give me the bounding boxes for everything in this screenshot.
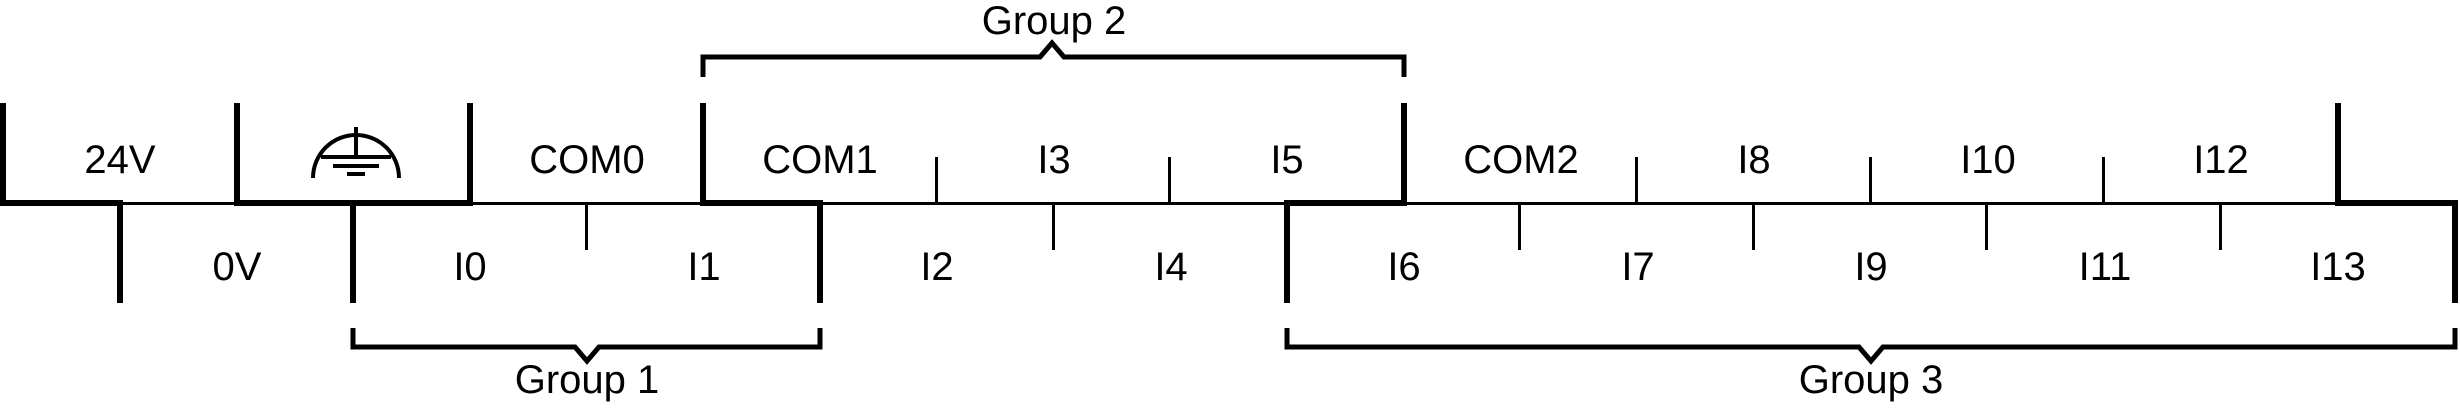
section-wall-lower [117, 200, 123, 303]
group-labels: Group 1 Group 2 Group 3 [515, 0, 1944, 402]
section-wall-lower [2452, 200, 2458, 303]
group-1-label: Group 1 [515, 358, 660, 402]
lower-section-walls [117, 200, 2458, 303]
terminal-divider-upper [2102, 157, 2105, 205]
terminal-label-i13: I13 [2310, 245, 2366, 289]
terminal-label-i11: I11 [2079, 245, 2132, 289]
section-wall-lower [1284, 200, 1290, 303]
terminal-divider-lower [1518, 202, 1521, 250]
terminal-label-24v: 24V [84, 138, 155, 182]
section-wall-upper [0, 103, 6, 206]
section-wall-lower [817, 200, 823, 303]
ground-stem [354, 127, 358, 159]
upper-terminal-dividers [935, 157, 2105, 205]
terminal-divider-lower [1052, 202, 1055, 250]
group-2-bracket [700, 39, 1407, 77]
terminal-divider-lower [2219, 202, 2222, 250]
upper-terminal-labels: 24V COM0 COM1 I3 I5 COM2 I8 I10 I12 [84, 138, 2248, 182]
baseline-thick-segment [1284, 200, 1407, 206]
terminal-label-i9: I9 [1854, 245, 1887, 289]
baseline-segment [123, 202, 234, 205]
terminal-label-i6: I6 [1387, 245, 1420, 289]
terminal-label-i2: I2 [920, 245, 953, 289]
terminal-label-i10: I10 [1960, 138, 2016, 182]
baseline-thick-segment [0, 200, 123, 206]
section-wall-upper [467, 103, 473, 206]
group-3-bracket [1284, 328, 2458, 365]
terminal-label-i0: I0 [453, 245, 486, 289]
section-wall-upper [1401, 103, 1407, 206]
upper-section-walls [0, 103, 2341, 206]
ground-bar-short [347, 172, 365, 176]
section-wall-upper [700, 103, 706, 206]
lower-terminal-dividers [585, 202, 2222, 250]
baseline-thick-segment [700, 200, 823, 206]
terminal-label-com0: COM0 [529, 138, 645, 182]
terminal-label-com2: COM2 [1463, 138, 1579, 182]
ground-bar-medium [333, 164, 379, 168]
terminal-label-com1: COM1 [762, 138, 878, 182]
terminal-divider-lower [585, 202, 588, 250]
baseline-thick-segment [2335, 200, 2458, 206]
group-1-bracket [350, 328, 823, 365]
section-wall-upper [2335, 103, 2341, 206]
terminal-divider-upper [935, 157, 938, 205]
ground-dome-arc [311, 133, 401, 179]
lower-terminal-labels: 0V I0 I1 I2 I4 I6 I7 I9 I11 I13 [213, 245, 2366, 289]
group-brackets [350, 39, 2458, 365]
terminal-label-i7: I7 [1621, 245, 1654, 289]
terminal-label-i1: I1 [687, 245, 720, 289]
terminal-divider-lower [1985, 202, 1988, 250]
terminal-divider-lower [1752, 202, 1755, 250]
terminal-label-0v: 0V [213, 245, 262, 289]
terminal-divider-upper [1168, 157, 1171, 205]
terminal-label-i4: I4 [1154, 245, 1187, 289]
terminal-divider-upper [1869, 157, 1872, 205]
terminal-divider-upper [1635, 157, 1638, 205]
terminal-label-i12: I12 [2193, 138, 2249, 182]
group-2-label: Group 2 [982, 0, 1127, 43]
terminal-label-i5: I5 [1270, 138, 1303, 182]
group-3-label: Group 3 [1799, 358, 1944, 402]
terminal-label-i8: I8 [1737, 138, 1770, 182]
section-wall-upper [234, 103, 240, 206]
earth-ground-icon [311, 127, 401, 179]
terminal-label-i3: I3 [1037, 138, 1070, 182]
ground-bar-long [321, 155, 391, 159]
section-wall-lower [350, 200, 356, 303]
